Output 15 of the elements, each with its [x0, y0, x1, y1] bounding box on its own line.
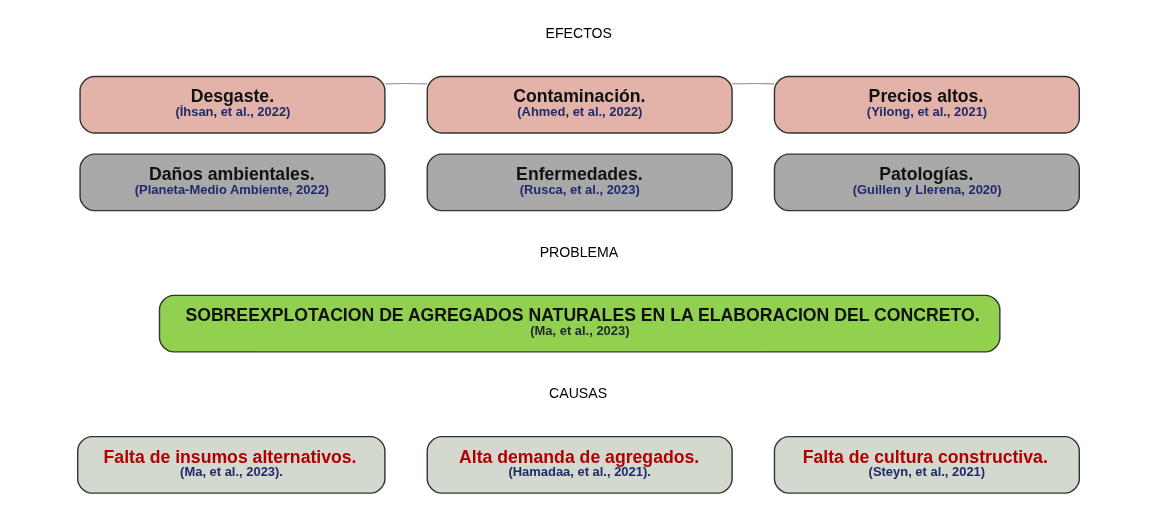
node-box: Contaminación. (Ahmed, et al., 2022)	[426, 75, 733, 134]
connector	[731, 82, 776, 85]
label: CAUSAS	[549, 384, 608, 401]
node-box: Desgaste. (İhsan, et al., 2022)	[79, 75, 386, 134]
node-box: Precios altos. (Yilong, et al., 2021)	[773, 75, 1080, 134]
node-box: Patologías. (Guillen y Llerena, 2020)	[773, 153, 1080, 212]
connector	[384, 82, 428, 85]
node-box: Alta demanda de agregados. (Hamadaa, et al., 2021).	[426, 435, 733, 494]
node-box: Falta de insumos alternativos. (Ma, et al., 2023).	[77, 435, 386, 494]
node-box: SOBREEXPLOTACION DE AGREGADOS NATURALES EN LA ELABORACION DEL CONCRETO. (Ma, et al., 2023)	[158, 294, 1001, 353]
label: PROBLEMA	[539, 243, 619, 260]
node-box: Falta de cultura constructiva. (Steyn, et al., 2021)	[773, 435, 1080, 494]
label: EFECTOS	[545, 24, 612, 41]
node-box: Daños ambientales. (Planeta-Medio Ambiente, 2022)	[79, 153, 386, 212]
node-box: Enfermedades. (Rusca, et al., 2023)	[426, 153, 733, 212]
